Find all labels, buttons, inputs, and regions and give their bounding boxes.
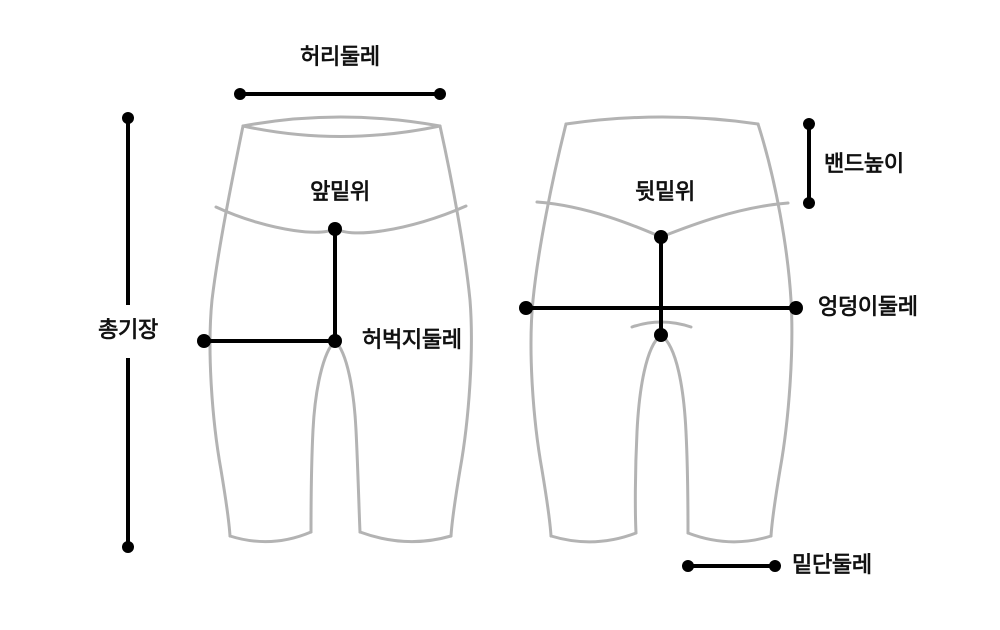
- endpoint-dot: [122, 112, 134, 124]
- label-front-rise: 앞밑위: [310, 180, 370, 205]
- measure-line-hip: [519, 301, 803, 315]
- back-right-inseam: [659, 333, 690, 535]
- measure-line-total-length: [122, 112, 134, 553]
- front-right-side-seam: [438, 124, 473, 538]
- endpoint-dot: [328, 222, 342, 236]
- front-waistband-top-edge: [241, 115, 442, 128]
- measure-line-front-rise: [328, 222, 342, 341]
- front-right-hem: [358, 530, 453, 544]
- endpoint-dot: [234, 88, 246, 100]
- measurement-lines: [122, 88, 815, 572]
- measure-line-thigh: [197, 334, 342, 348]
- back-left-hem: [549, 531, 638, 544]
- endpoint-dot: [197, 334, 211, 348]
- back-left-inseam: [633, 333, 663, 535]
- front-left-inseam: [309, 339, 337, 534]
- label-thigh: 허벅지둘레: [362, 328, 462, 353]
- label-back-rise: 뒷밑위: [635, 180, 695, 205]
- label-hip: 엉덩이둘레: [818, 295, 918, 320]
- label-total-length: 총기장: [98, 318, 158, 343]
- endpoint-dot: [682, 560, 694, 572]
- label-waist: 허리둘레: [300, 45, 380, 70]
- endpoint-dot: [769, 560, 781, 572]
- front-left-hem: [228, 530, 313, 544]
- endpoint-dot: [789, 301, 803, 315]
- measure-line-hem: [682, 560, 781, 572]
- endpoint-dot: [434, 88, 446, 100]
- measure-line-back-rise: [654, 230, 668, 342]
- endpoint-dot: [803, 118, 815, 130]
- back-waistband-top-edge: [564, 115, 760, 126]
- endpoint-dot: [654, 328, 668, 342]
- measure-line-waist: [234, 88, 446, 100]
- endpoint-dot: [328, 334, 342, 348]
- back-left-side-seam: [529, 122, 568, 538]
- endpoint-dot: [803, 197, 815, 209]
- label-hem: 밑단둘레: [792, 553, 872, 578]
- back-right-side-seam: [756, 122, 794, 538]
- label-band-height: 밴드높이: [824, 152, 904, 177]
- front-right-inseam: [333, 339, 362, 534]
- measure-line-band-height: [803, 118, 815, 209]
- endpoint-dot: [519, 301, 533, 315]
- front-waistband-bottom-edge: [241, 124, 442, 138]
- endpoint-dot: [654, 230, 668, 244]
- front-left-side-seam: [208, 124, 245, 538]
- back-right-hem: [686, 531, 773, 544]
- endpoint-dot: [122, 541, 134, 553]
